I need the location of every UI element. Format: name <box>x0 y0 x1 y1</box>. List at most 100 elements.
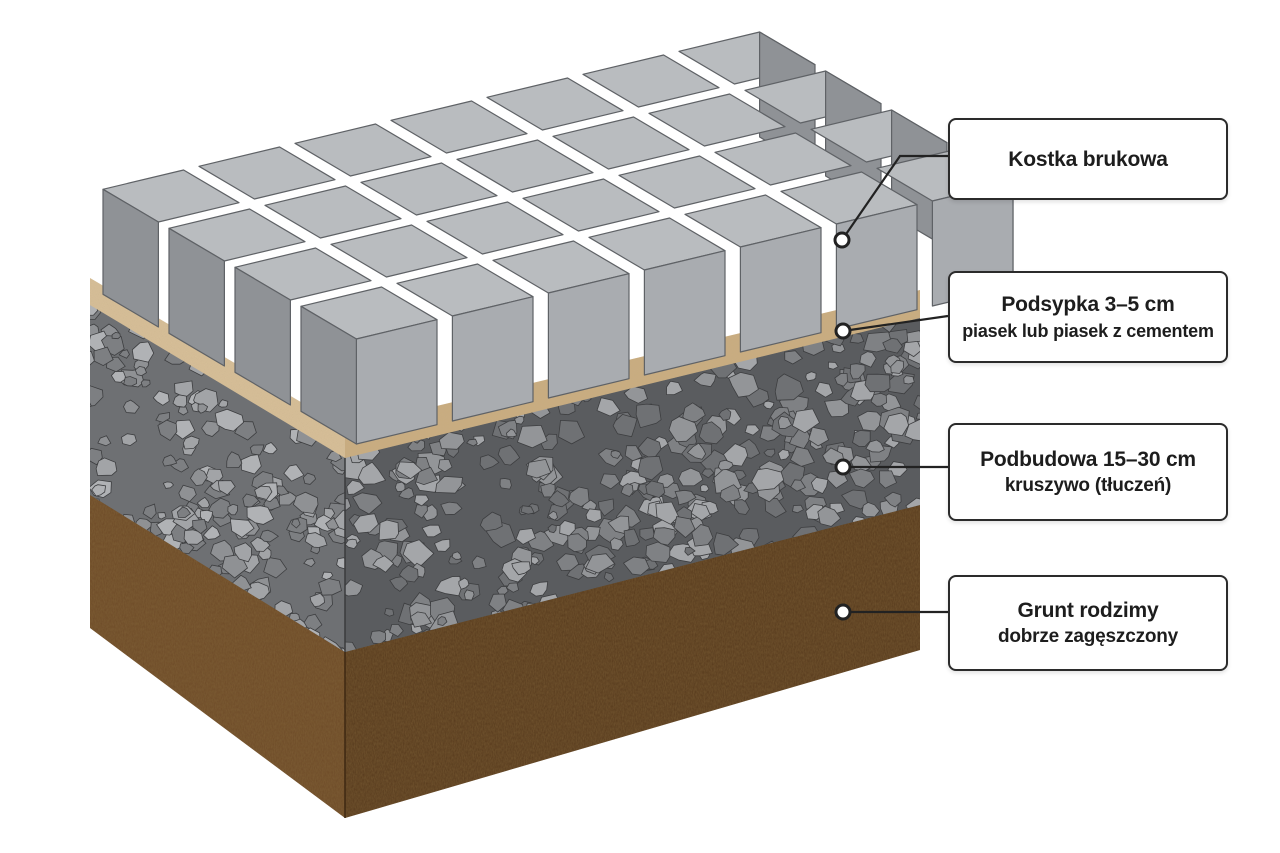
gravel-stone <box>637 455 664 481</box>
gravel-stone <box>505 582 520 593</box>
paver-top <box>582 54 720 108</box>
gravel-stone <box>864 373 891 393</box>
gravel-stone <box>700 484 710 493</box>
gravel-stone <box>674 489 697 506</box>
gravel-stone <box>883 412 910 437</box>
gravel-stone <box>208 497 233 519</box>
callout-bedding-subtitle: piasek lub piasek z cementem <box>962 320 1214 341</box>
gravel-stone <box>458 577 470 590</box>
gravel-stone <box>90 400 92 410</box>
paver-front <box>643 250 726 376</box>
paver-top <box>264 185 402 239</box>
gravel-stone <box>693 372 717 388</box>
callout-base-subtitle: kruszywo (tłuczeń) <box>1004 474 1172 496</box>
gravel-stone <box>174 380 194 398</box>
gravel-stone <box>90 624 92 637</box>
layer-subgrade <box>90 482 920 818</box>
gravel-stone <box>95 457 118 476</box>
gravel-stone <box>466 438 478 447</box>
gravel-stone <box>596 397 621 417</box>
gravel-stone <box>111 331 121 340</box>
gravel-stone <box>744 424 761 436</box>
paver-left <box>300 305 357 445</box>
paver-top <box>456 139 594 193</box>
callout-subgrade-title: Grunt rodzimy <box>1017 598 1159 622</box>
gravel-stone <box>233 542 252 563</box>
gravel-stone <box>537 302 547 310</box>
gravel-stone <box>410 611 433 628</box>
gravel-stone <box>389 624 404 637</box>
gravel-stone <box>622 556 650 576</box>
gravel-stone <box>890 359 904 374</box>
gravel-stone <box>302 613 323 632</box>
gravel-stone <box>121 433 137 447</box>
callout-subgrade: Grunt rodzimy dobrze zagęszczony <box>948 575 1228 671</box>
gravel-stone <box>559 520 576 537</box>
leader-dot-base <box>834 458 852 476</box>
gravel-stone <box>433 538 451 552</box>
gravel-stone <box>904 418 920 442</box>
callout-base-title: Podbudowa 15–30 cm <box>980 447 1196 471</box>
gravel-stone <box>140 379 151 388</box>
leader-line-bedding <box>842 314 949 333</box>
gravel-stone <box>118 349 130 359</box>
gravel-stone <box>345 498 352 511</box>
gravel-stone <box>246 505 275 525</box>
gravel-stone <box>197 403 209 414</box>
gravel-stone <box>259 529 280 543</box>
paver-top <box>522 178 660 232</box>
gravel-stone <box>438 431 465 450</box>
gravel-stone <box>598 498 615 517</box>
gravel-stone <box>302 472 317 485</box>
gravel-stone <box>734 499 750 515</box>
gravel-stone <box>451 551 462 560</box>
gravel-stone <box>514 415 525 425</box>
leader-lines <box>833 154 949 621</box>
gravel-stone <box>407 437 426 452</box>
gravel-stone <box>655 501 680 525</box>
gravel-stone <box>110 370 127 383</box>
gravel-stone <box>547 510 558 521</box>
gravel-stone <box>870 392 888 407</box>
gravel-stone <box>189 468 208 487</box>
paver-front <box>739 227 822 353</box>
gravel-stone <box>789 446 815 467</box>
gravel-stone <box>686 442 707 460</box>
gravel-stone <box>372 555 395 573</box>
leader-line-pavers <box>841 154 948 241</box>
gravel-stone <box>291 518 301 529</box>
gravel-stone <box>913 395 920 411</box>
gravel-stone <box>849 332 865 344</box>
gravel-stone <box>511 561 531 576</box>
gravel-stone <box>784 350 804 365</box>
paver-left <box>234 266 291 406</box>
gravel-stone <box>152 390 170 406</box>
gravel-stone <box>790 479 806 492</box>
gravel-stone <box>831 341 846 354</box>
gravel-stone <box>612 413 638 438</box>
gravel-stone <box>229 518 255 538</box>
gravel-stone <box>517 424 548 449</box>
gravel-stone <box>370 630 387 645</box>
gravel-stone <box>556 553 580 572</box>
gravel-stone <box>652 527 676 546</box>
gravel-stone <box>90 447 103 466</box>
gravel-stone <box>196 496 210 509</box>
gravel-stone <box>857 410 886 432</box>
gravel-stone <box>568 486 590 508</box>
gravel-stone <box>292 491 319 514</box>
gravel-stone <box>623 385 648 404</box>
paver-front <box>835 204 918 330</box>
gravel-stone <box>678 467 704 487</box>
gravel-stone <box>182 435 200 450</box>
gravel-stone <box>134 365 147 377</box>
paver-top <box>714 132 852 186</box>
gravel-stone <box>668 416 699 443</box>
gravel-stone <box>415 466 439 486</box>
paver-front <box>547 273 630 399</box>
gravel-stone <box>903 340 920 358</box>
gravel-stone <box>684 546 696 556</box>
gravel-stone <box>515 528 537 545</box>
gravel-stone <box>91 484 107 497</box>
gravel-stone <box>791 408 821 434</box>
